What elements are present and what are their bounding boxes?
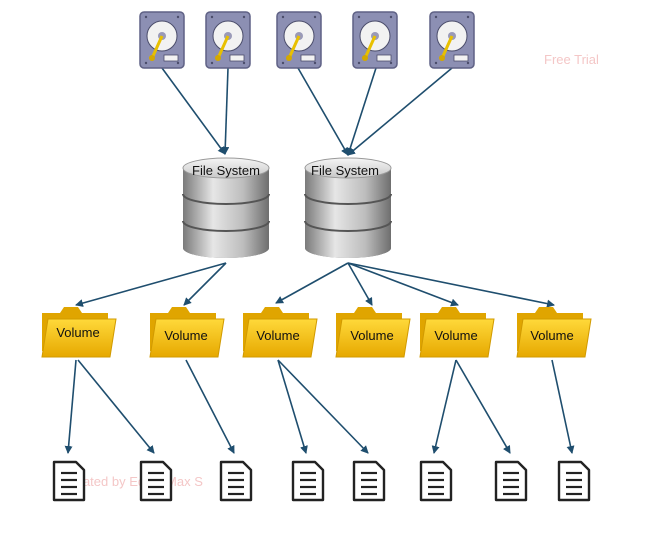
document-icon [219,460,253,502]
edge-fs2-vol5 [347,262,459,307]
document-icon [352,460,386,502]
edge-disk4-fs2 [346,67,377,156]
connector-lines [64,67,575,454]
edge-fs2-vol4 [347,262,373,306]
edge-vol1-file2 [77,359,155,454]
edge-disk5-fs2 [347,67,453,156]
edge-fs2-vol3 [275,262,349,304]
volume-label: Volume [256,328,299,343]
volume-node: Volume [41,306,117,358]
edge-vol3-file5 [277,359,369,454]
file-system-node: File System [182,157,270,259]
hard-drive-icon [351,10,399,70]
hard-drive-icon [138,10,186,70]
hard-drive-icon [275,10,323,70]
volume-node: Volume [149,306,225,358]
edge-fs1-vol1 [75,262,227,307]
volume-label: Volume [530,328,573,343]
hard-drive-icon [204,10,252,70]
edge-vol5-file7 [455,359,511,454]
edge-disk2-fs1 [221,67,230,155]
volume-node: Volume [516,306,592,358]
volume-label: Volume [434,328,477,343]
file-system-node: File System [304,157,392,259]
volume-node: Volume [242,306,318,358]
volume-label: Volume [56,325,99,340]
volume-label: Volume [350,328,393,343]
edge-vol6-file8 [551,359,575,454]
edge-disk3-fs2 [297,67,349,156]
document-icon [419,460,453,502]
document-icon [494,460,528,502]
file-system-label: File System [311,163,379,178]
edge-vol5-file6 [431,359,457,454]
edge-disk1-fs1 [161,67,226,155]
edge-fs2-vol6 [347,262,555,308]
file-system-label: File System [192,163,260,178]
edge-vol1-file1 [64,359,77,454]
edge-vol2-file3 [185,359,235,454]
hard-drive-icon [428,10,476,70]
edge-vol3-file4 [277,359,308,454]
document-icon [52,460,86,502]
volume-label: Volume [164,328,207,343]
watermark-free-trial: Free Trial [544,52,599,67]
volume-node: Volume [419,306,495,358]
document-icon [557,460,591,502]
volume-node: Volume [335,306,411,358]
document-icon [291,460,325,502]
edge-fs1-vol2 [183,262,227,306]
document-icon [139,460,173,502]
